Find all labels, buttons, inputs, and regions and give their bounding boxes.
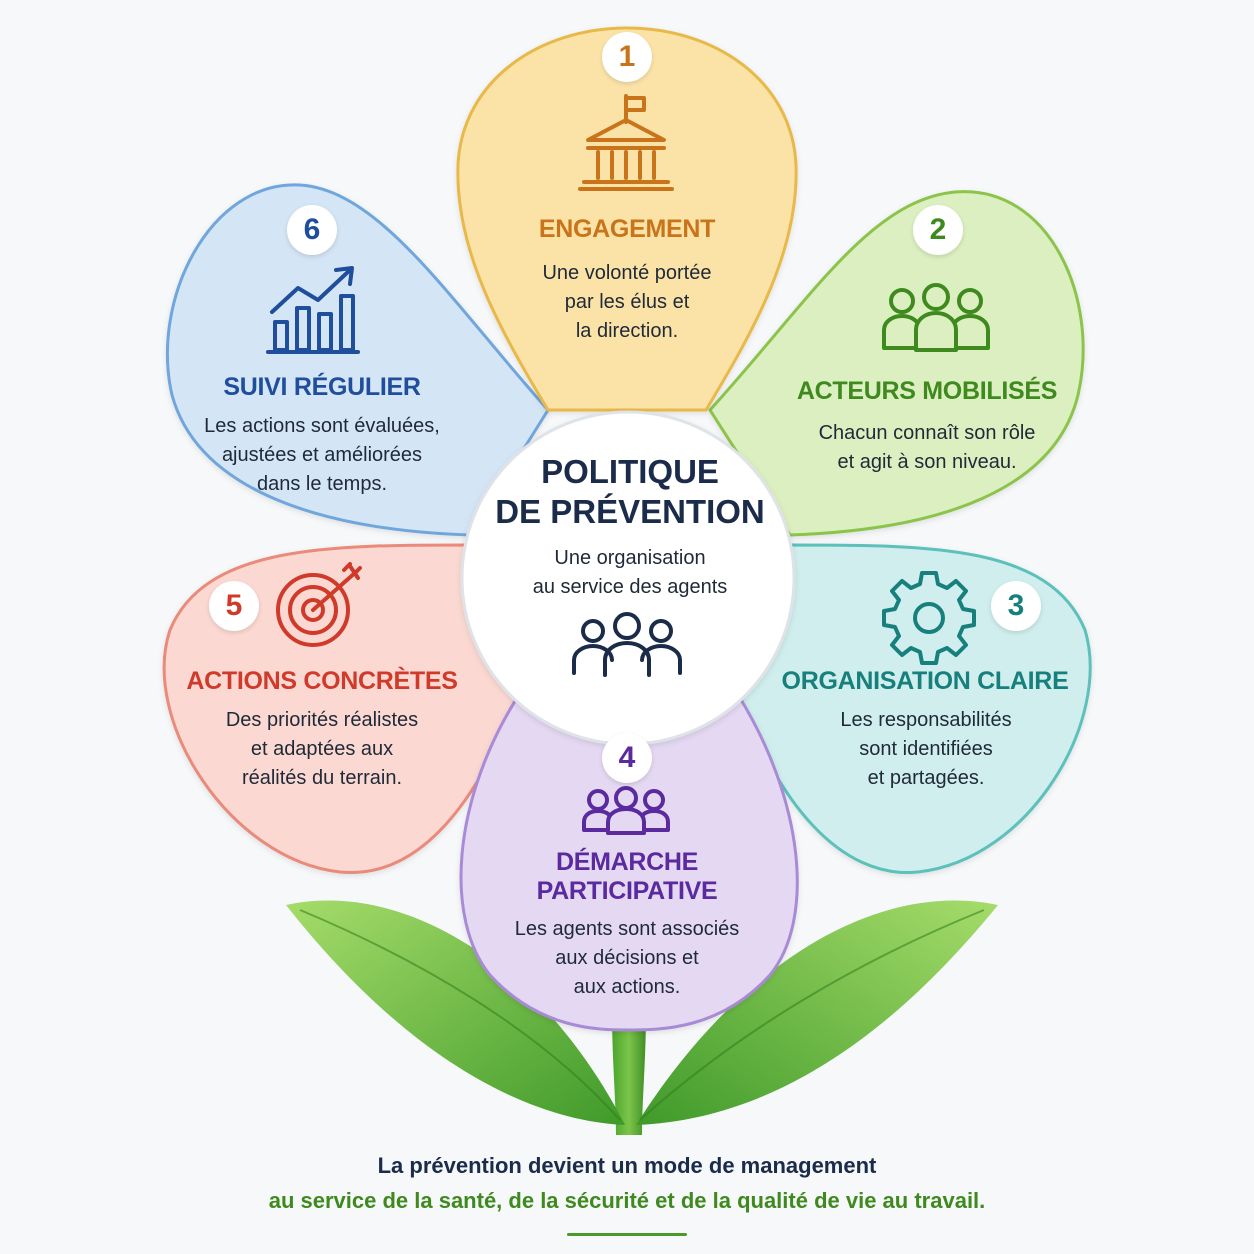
footer-line-1: La prévention devient un mode de managem…	[377, 1153, 877, 1178]
petal-1-description: Une volonté portée par les élus et la di…	[542, 262, 712, 342]
stem	[612, 1010, 646, 1135]
petal-6-number: 6	[287, 205, 337, 255]
growth-chart-icon	[266, 266, 360, 354]
petal-1-title: ENGAGEMENT	[538, 215, 716, 243]
petal-1-engagement	[456, 26, 798, 412]
plant-stem-leaves	[286, 900, 998, 1135]
gear-icon	[882, 571, 976, 665]
petal-2-description: Chacun connaît son rôle et agit à son ni…	[818, 422, 1036, 473]
footer-underline	[567, 1233, 687, 1236]
people-group-icon	[572, 612, 682, 677]
right-leaf	[636, 900, 998, 1125]
petal-3-title: ORGANISATION CLAIRE	[781, 667, 1069, 695]
petal-4-title: DÉMARCHE PARTICIPATIVE	[536, 848, 718, 905]
petal-4-demarche	[459, 688, 799, 1032]
center-description: Une organisation au service des agents	[532, 547, 728, 598]
petal-4-description: Les agents sont associés aux décisions e…	[514, 918, 740, 998]
petal-3-number: 3	[991, 581, 1041, 631]
petal-6-suivi	[166, 183, 550, 537]
petal-2-title: ACTEURS MOBILISÉS	[796, 377, 1058, 405]
left-leaf	[286, 900, 625, 1125]
petal-5-actions	[162, 543, 522, 875]
people-group-icon	[582, 786, 670, 835]
petal-5-description: Des priorités réalistes et adaptées aux …	[225, 709, 419, 789]
petal-6-title: SUIVI RÉGULIER	[223, 373, 421, 401]
target-arrow-icon	[276, 562, 362, 647]
petal-4-number: 4	[602, 733, 652, 783]
institution-flag-icon	[578, 94, 674, 191]
footer-line-2: au service de la santé, de la sécurité e…	[268, 1188, 986, 1213]
petal-5-number: 5	[209, 581, 259, 631]
petal-2-number: 2	[913, 205, 963, 255]
petal-5-title: ACTIONS CONCRÈTES	[186, 667, 458, 695]
petal-2-acteurs	[708, 190, 1085, 537]
people-group-icon	[882, 283, 990, 352]
center-title: POLITIQUE DE PRÉVENTION	[495, 453, 765, 530]
petal-3-description: Les responsabilités sont identifiées et …	[840, 709, 1012, 789]
petal-1-number: 1	[602, 32, 652, 82]
petal-6-description: Les actions sont évaluées, ajustées et a…	[204, 415, 440, 495]
